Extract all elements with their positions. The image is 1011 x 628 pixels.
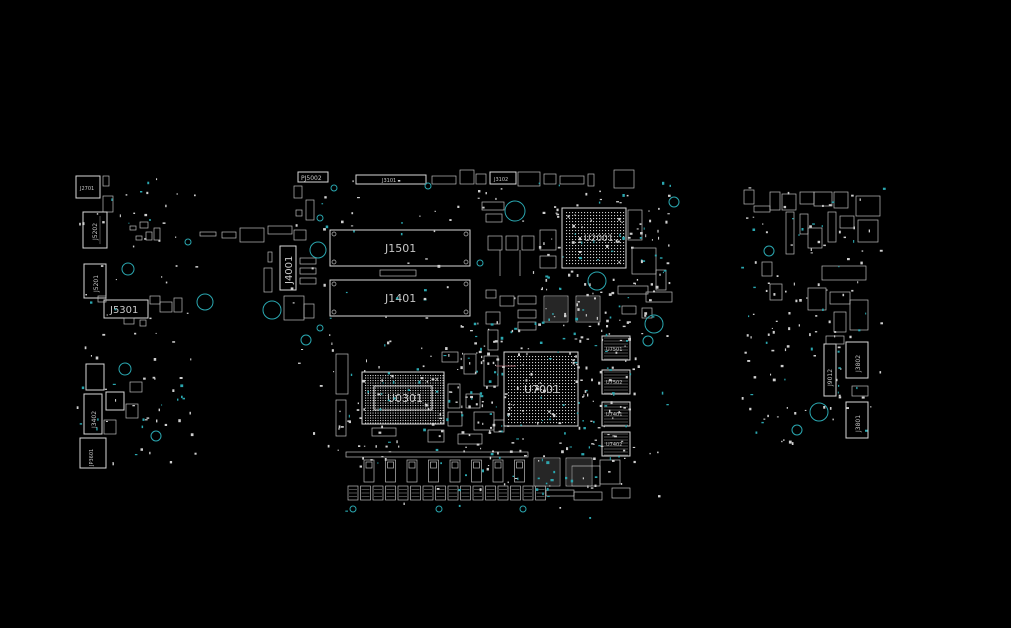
- j3101-label: J3101: [381, 178, 396, 184]
- j3101-outline: [355, 174, 427, 185]
- u7401-label: U7401: [606, 412, 622, 418]
- mounting-hole: [642, 335, 654, 347]
- u0301-label: U0301: [387, 392, 423, 405]
- mounting-hole: [435, 505, 443, 513]
- mounting-hole: [644, 314, 664, 334]
- j3102-outline: [489, 171, 517, 185]
- j5202-outline: [82, 211, 108, 249]
- mounting-hole: [196, 293, 214, 311]
- u7001-label: U7001: [524, 383, 560, 396]
- right-io-board: J9012 J3802 J3801: [743, 189, 881, 439]
- component: [379, 269, 417, 277]
- mounting-hole: [316, 214, 324, 222]
- mounting-hole: [184, 238, 192, 246]
- j3801-label: J3801: [855, 415, 862, 433]
- mounting-hole: [262, 300, 282, 320]
- component-cluster: [129, 219, 161, 241]
- j3801-outline: [845, 401, 869, 439]
- mounting-hole: [118, 362, 132, 376]
- component: [102, 195, 114, 213]
- mounting-hole: [316, 324, 324, 332]
- mounting-hole: [519, 505, 527, 513]
- component: [103, 419, 117, 435]
- jp3601-label: JP3601: [89, 449, 95, 467]
- mounting-hole: [349, 505, 357, 513]
- u7502-outline: [601, 369, 631, 395]
- j3802-label: J3802: [855, 355, 862, 373]
- capacitor-row: [363, 459, 525, 483]
- left-io-board: J2701 J5202 J5201 J5301: [75, 175, 183, 469]
- component-strip: [345, 451, 529, 458]
- mounting-hole: [309, 241, 327, 259]
- mounting-hole: [476, 259, 484, 267]
- mounting-hole: [809, 402, 829, 422]
- u2001-label: U2001: [584, 234, 614, 244]
- j5201-outline: [83, 263, 107, 299]
- u7001-ball-grid: [508, 356, 576, 424]
- component-cluster: [743, 189, 881, 333]
- pj5002-label: PJ5002: [301, 175, 322, 182]
- j2701-outline: [75, 175, 101, 199]
- component: [129, 381, 143, 393]
- mounting-hole: [300, 334, 312, 346]
- inductor-row: [533, 457, 593, 487]
- mounting-hole: [791, 424, 803, 436]
- j3102-label: J3102: [493, 177, 508, 183]
- j1501-label: J1501: [384, 242, 416, 255]
- component: [105, 391, 125, 411]
- j1401-outline: [329, 279, 471, 317]
- mounting-hole: [150, 430, 162, 442]
- j1501-outline: [329, 229, 471, 267]
- j4001-label: J4001: [284, 256, 295, 285]
- inductor-row: [543, 295, 601, 323]
- mounting-hole: [587, 271, 607, 291]
- mounting-hole: [763, 245, 775, 257]
- u7501-outline: [601, 335, 631, 361]
- u7502-label: U7502: [606, 380, 622, 386]
- j5201-label: J5201: [93, 275, 100, 293]
- component: [85, 363, 105, 391]
- jp3601-outline: [79, 437, 107, 469]
- u7402-label: U7402: [606, 442, 622, 448]
- j2701-label: J2701: [79, 186, 94, 192]
- main-board: PJ5002 J3101 J3102: [184, 169, 680, 513]
- pj5002-outline: [297, 171, 329, 183]
- j5301-label: J5301: [109, 305, 138, 316]
- component-cluster: [199, 185, 317, 321]
- u0301-pad-area: [365, 375, 444, 424]
- u2001-outline: [561, 207, 627, 269]
- u2001-ball-grid: [566, 212, 625, 265]
- mounting-hole: [504, 200, 526, 222]
- component-cluster: [545, 459, 631, 501]
- component: [851, 385, 869, 397]
- u7402-outline: [601, 431, 631, 457]
- u0301-outline: [361, 371, 445, 425]
- j5202-label: J5202: [92, 223, 99, 241]
- component: [125, 403, 139, 419]
- memory-pad-hatching: [604, 337, 628, 456]
- j9012-label: J9012: [827, 369, 834, 387]
- mounting-hole: [668, 196, 680, 208]
- j1401-label: J1401: [384, 292, 416, 305]
- capacitor-row: [347, 485, 546, 501]
- component-cluster: [441, 201, 557, 387]
- j3402-outline: [83, 393, 103, 435]
- component-cluster: [97, 295, 183, 327]
- u0301-die: [373, 385, 433, 411]
- component: [102, 175, 110, 187]
- j4001-outline: [279, 245, 297, 291]
- u7401-outline: [601, 401, 631, 427]
- j3402-label: J3402: [91, 411, 98, 429]
- via-dots: [76, 178, 886, 519]
- u7001-outline: [503, 351, 579, 427]
- j3802-outline: [845, 341, 869, 379]
- mounting-hole: [121, 262, 135, 276]
- component-cluster: [330, 169, 635, 192]
